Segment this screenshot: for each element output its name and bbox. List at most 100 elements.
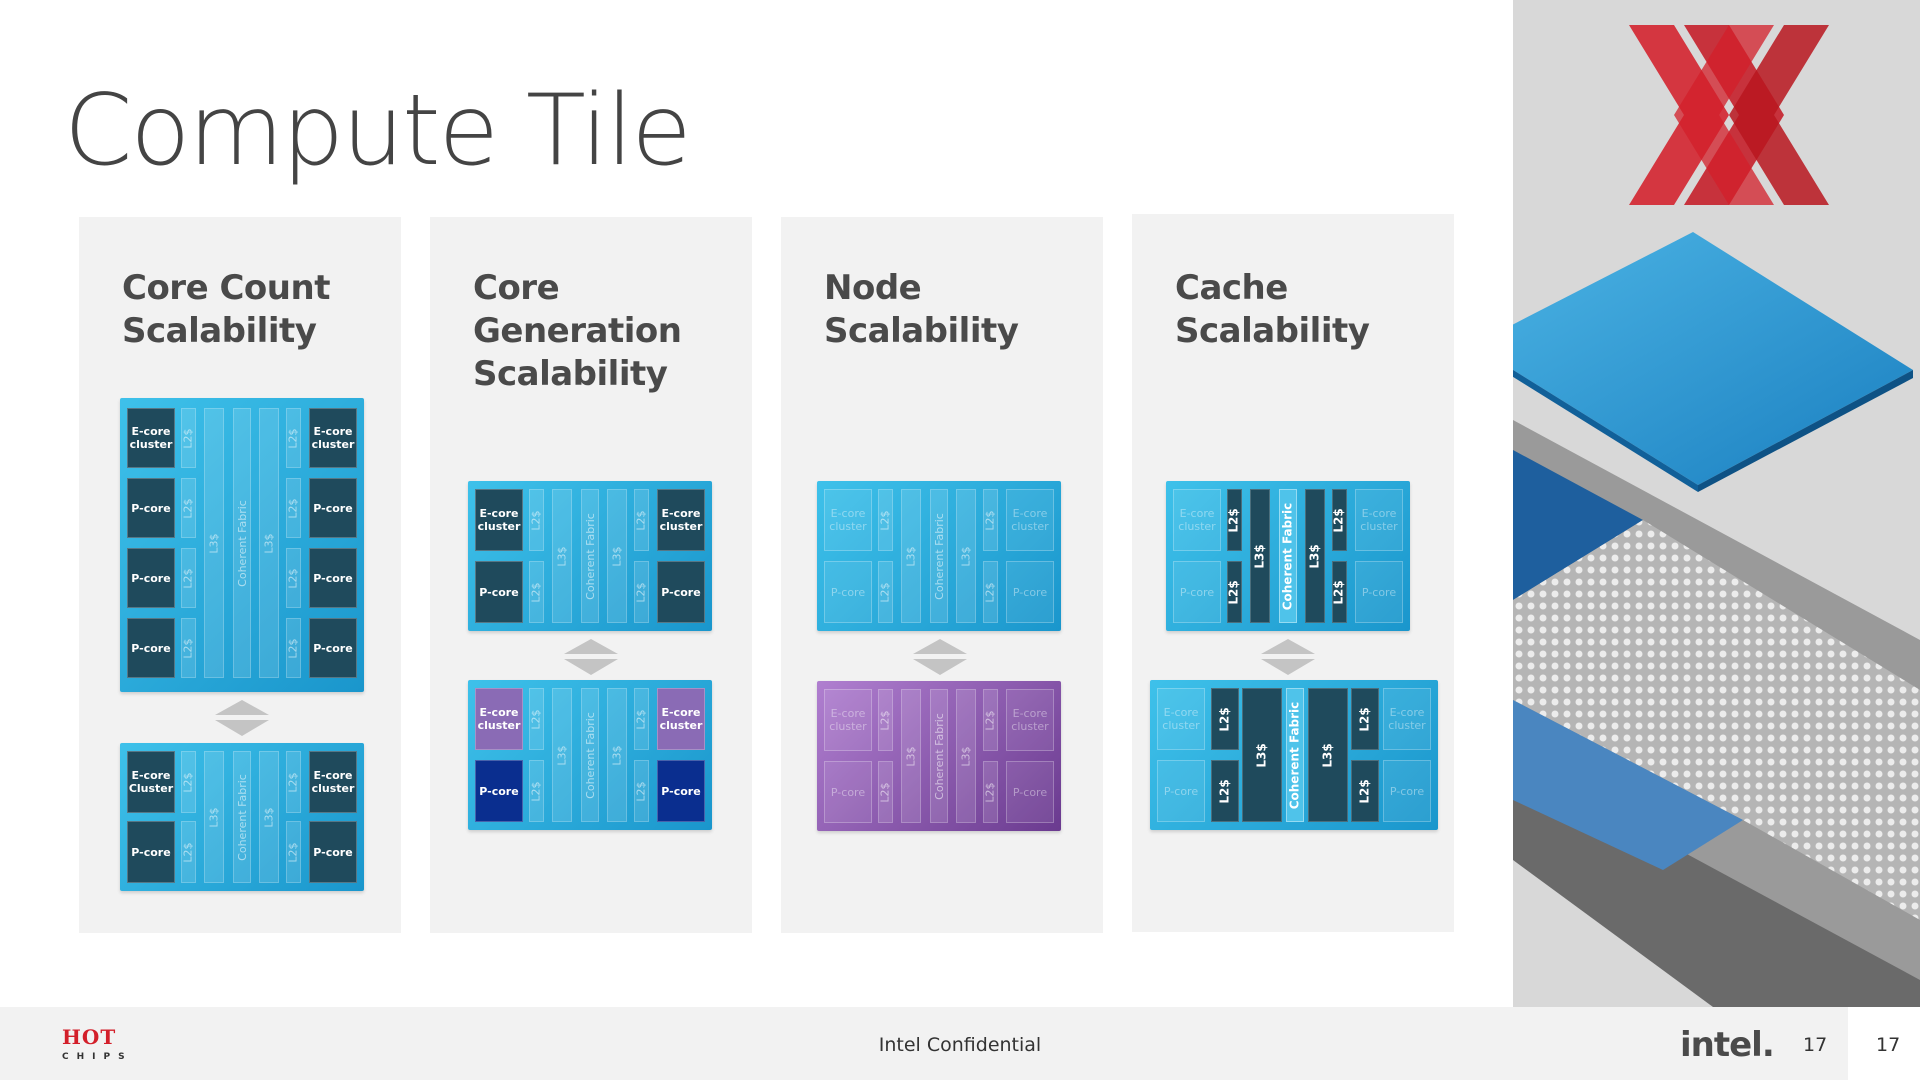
l3-cache: L3$ [259,408,279,678]
p-core: P-core [824,761,872,823]
l2-cache: L2$ [529,561,544,623]
e-core-cluster: E-core cluster [657,688,705,750]
l3-cache: L3$ [1305,489,1325,623]
l2-cache: L2$ [1332,561,1347,623]
l3-cache: L3$ [552,489,572,623]
l2-cache: L2$ [878,761,893,823]
l2-cache: L2$ [878,561,893,623]
l3-cache: L3$ [956,689,976,823]
panel-core-count: Core Count Scalability E-core cluster P-… [79,217,401,933]
scale-arrows-icon [564,639,618,675]
panel-title: Node Scalability [824,268,1019,351]
xx-logo-icon [1629,25,1829,205]
p-core: P-core [1355,561,1403,623]
panel-title: Core Count Scalability [122,268,330,351]
p-core: P-core [475,561,523,623]
block-small: E-core Cluster P-core L2$ L2$ L3$ Cohere… [120,743,364,891]
e-core-cluster: E-core cluster [475,489,523,551]
e-core-cluster: E-core cluster [657,489,705,551]
p-core: P-core [127,548,175,608]
scale-arrows-icon [913,639,967,675]
panel-core-generation: Core Generation Scalability E-core clust… [430,217,752,933]
p-core: P-core [1383,760,1431,822]
p-core: P-core [127,821,175,883]
l3-cache: L3$ [607,688,627,822]
p-core: P-core [309,548,357,608]
coherent-fabric: Coherent Fabric [930,489,948,623]
l2-cache: L2$ [286,618,301,678]
e-core-cluster: E-core cluster [1355,489,1403,551]
p-core: P-core [1173,561,1221,623]
l2-cache: L2$ [286,821,301,883]
l2-cache: L2$ [181,751,196,813]
page-number: 17 [1803,1034,1828,1056]
e-core-cluster: E-core cluster [309,751,357,813]
l2-cache: L2$ [878,689,893,751]
coherent-fabric: Coherent Fabric [233,751,251,883]
hot-chips-logo: HOT CHIPS [62,1025,133,1062]
e-core-cluster: E-core cluster [475,688,523,750]
l3-cache: L3$ [956,489,976,623]
l2-cache: L2$ [529,760,544,822]
panel-cache: Cache Scalability E-core cluster P-core … [1132,214,1454,932]
l2-cache: L2$ [181,821,196,883]
e-core-cluster: E-core cluster [1006,489,1054,551]
l2-cache: L2$ [1211,760,1239,822]
scale-arrows-icon [215,700,269,736]
panel-node: Node Scalability E-core cluster P-core L… [781,217,1103,933]
e-core-cluster: E-core cluster [127,408,175,468]
l2-cache: L2$ [983,489,998,551]
l3-cache: L3$ [1308,688,1348,822]
l2-cache: L2$ [634,760,649,822]
l2-cache: L2$ [634,688,649,750]
p-core: P-core [475,760,523,822]
e-core-cluster: E-core Cluster [127,751,175,813]
p-core: P-core [824,561,872,623]
l2-cache: L2$ [634,561,649,623]
l2-cache: L2$ [878,489,893,551]
coherent-fabric: Coherent Fabric [233,408,251,678]
l2-cache: L2$ [529,489,544,551]
p-core: P-core [309,618,357,678]
chip-render-image [1513,0,1920,1007]
p-core: P-core [127,618,175,678]
slide-title: Compute Tile [64,74,692,188]
l3-cache: L3$ [204,408,224,678]
block-bottom: E-core cluster P-core L2$ L2$ L3$ Cohere… [1150,680,1438,830]
l2-cache: L2$ [286,751,301,813]
block-top: E-core cluster P-core L2$ L2$ L3$ Cohere… [468,481,712,631]
p-core: P-core [1006,761,1054,823]
p-core: P-core [127,478,175,538]
l2-cache: L2$ [286,408,301,468]
l3-cache: L3$ [901,689,921,823]
block-top: E-core cluster P-core L2$ L2$ L3$ Cohere… [817,481,1061,631]
l2-cache: L2$ [1332,489,1347,551]
chip-package-illustration [1513,232,1920,1007]
l2-cache: L2$ [181,408,196,468]
l3-cache: L3$ [1250,489,1270,623]
coherent-fabric: Coherent Fabric [930,689,948,823]
l2-cache: L2$ [983,689,998,751]
l2-cache: L2$ [1227,561,1242,623]
page-number: 17 [1876,1034,1901,1056]
panel-title: Core Generation Scalability [473,268,682,394]
l2-cache: L2$ [1227,489,1242,551]
confidential-label: Intel Confidential [878,1034,1042,1056]
l2-cache: L2$ [634,489,649,551]
l3-cache: L3$ [552,688,572,822]
p-core: P-core [657,760,705,822]
p-core: P-core [309,478,357,538]
e-core-cluster: E-core cluster [1173,489,1221,551]
block-bottom: E-core cluster P-core L2$ L2$ L3$ Cohere… [468,680,712,830]
p-core: P-core [1157,760,1205,822]
e-core-cluster: E-core cluster [1383,688,1431,750]
coherent-fabric: Coherent Fabric [581,489,599,623]
l2-cache: L2$ [286,478,301,538]
e-core-cluster: E-core cluster [1006,689,1054,751]
l2-cache: L2$ [181,548,196,608]
intel-logo: intel. [1680,1025,1775,1065]
e-core-cluster: E-core cluster [309,408,357,468]
l2-cache: L2$ [181,478,196,538]
l2-cache: L2$ [983,761,998,823]
block-large: E-core cluster P-core P-core P-core L2$ … [120,398,364,692]
